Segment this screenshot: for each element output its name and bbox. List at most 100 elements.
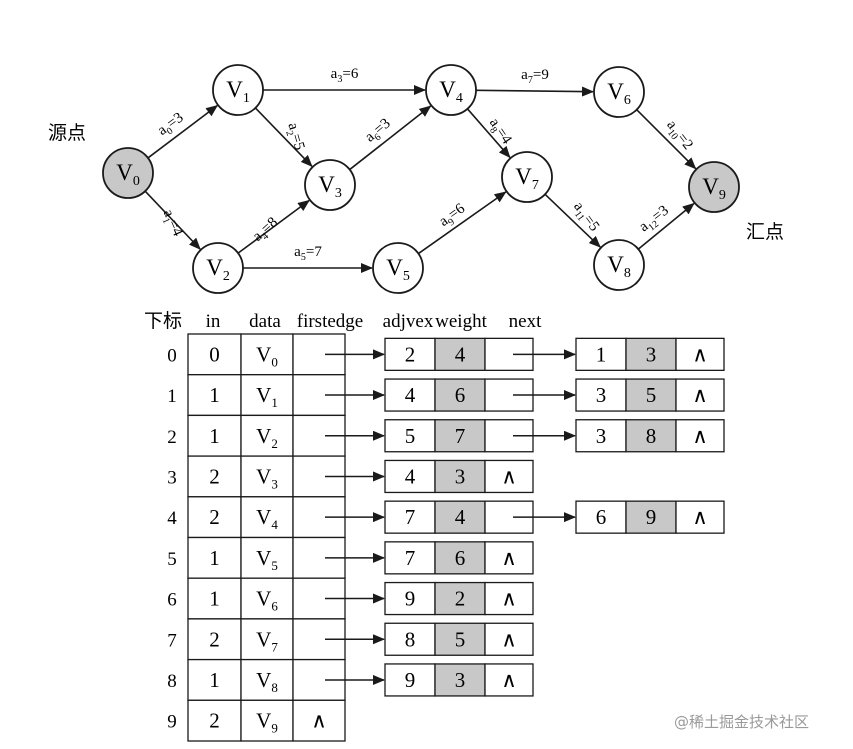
next-cell [675,378,725,412]
graph: a0=3a1=4a3=6a2=5a4=8a5=7a6=3a7=9a8=4a9=6… [102,64,740,294]
data-cell [240,577,294,620]
weight-value: 5 [646,383,657,407]
weight-value: 4 [455,342,466,366]
in-value: 2 [209,505,220,529]
edge-node: 3 5 ∧ [575,378,725,412]
node-circle [425,64,477,116]
data-value: V4 [256,505,278,532]
node-circle [688,161,740,213]
data-value: V0 [256,342,278,369]
watermark: @稀土掘金技术社区 [674,713,809,731]
edge-label-a10: a10=2 [661,117,696,154]
weight-cell [434,419,486,453]
weight-value: 3 [455,464,466,488]
data-value: V3 [256,464,278,491]
edge-v3-v4 [349,105,432,171]
node-v4: V4 [425,64,477,116]
in-value: 1 [209,668,220,692]
weight-value: 3 [455,668,466,692]
in-cell [187,414,242,457]
next-cell [675,500,725,534]
adjvex-value: 3 [596,383,607,407]
adjvex-value: 7 [405,546,416,570]
adjvex-value: 8 [405,627,416,651]
edge-label-a0: a0=3 [155,110,189,142]
weight-cell [434,622,486,656]
edge-label-a6: a6=3 [362,115,395,147]
null-marker: ∧ [501,627,516,651]
node-v9: V9 [688,161,740,213]
node-label-v0: V0 [116,160,140,189]
in-value: 1 [209,383,220,407]
edge-v8-v9 [637,202,695,250]
adjvex-value: 7 [405,505,416,529]
edge-label-a11: a11=5 [568,199,602,236]
node-v6: V6 [593,66,645,118]
header-next: next [509,311,542,332]
adjvex-value: 4 [405,383,416,407]
data-value: V1 [256,383,278,410]
null-marker: ∧ [501,668,516,692]
next-cell [484,541,534,575]
in-value: 1 [209,587,220,611]
weight-cell [434,337,486,372]
adjvex-cell [384,541,436,575]
node-v0: V0 [102,147,154,199]
adjvex-cell [575,337,627,372]
edge-label-a12: a12=3 [636,202,673,237]
adjvex-cell [384,378,436,412]
weight-cell [625,419,677,453]
node-label-v9: V9 [702,174,726,203]
null-marker: ∧ [692,342,707,366]
next-cell [484,663,534,697]
adjvex-cell [384,500,436,534]
sink-label: 汇点 [746,221,784,243]
weight-value: 6 [455,383,466,407]
weight-cell [625,500,677,534]
row-index: 4 [167,508,177,529]
adjvex-cell [384,459,436,494]
data-value: V9 [256,709,278,736]
node-circle [372,242,424,294]
node-circle [192,242,244,294]
data-cell [240,536,294,579]
table-row: 1 1 V1 4 6 3 5 ∧ [167,374,725,417]
data-value: V5 [256,546,278,573]
node-label-v4: V4 [439,77,463,106]
null-marker: ∧ [692,383,707,407]
null-marker: ∧ [501,587,516,611]
node-label-v3: V3 [318,172,342,201]
adjvex-value: 9 [405,587,416,611]
weight-value: 4 [455,505,466,529]
edge-label-a2: a2=5 [281,121,307,153]
null-marker: ∧ [311,709,326,733]
node-v3: V3 [304,159,356,211]
node-v2: V2 [192,242,244,294]
edge-label-a5: a5=7 [294,244,322,263]
adjvex-cell [384,337,436,372]
edge-v0-v1 [147,105,219,159]
node-circle [212,64,264,116]
weight-value: 9 [646,505,657,529]
row-index: 1 [167,386,177,407]
in-value: 0 [209,342,220,366]
weight-value: 3 [646,342,657,366]
adjvex-cell [575,500,627,534]
next-cell [484,622,534,656]
next-cell [484,581,534,616]
adjvex-value: 9 [405,668,416,692]
header-weight: weight [435,311,487,332]
data-cell [240,699,294,742]
data-value: V6 [256,587,278,614]
